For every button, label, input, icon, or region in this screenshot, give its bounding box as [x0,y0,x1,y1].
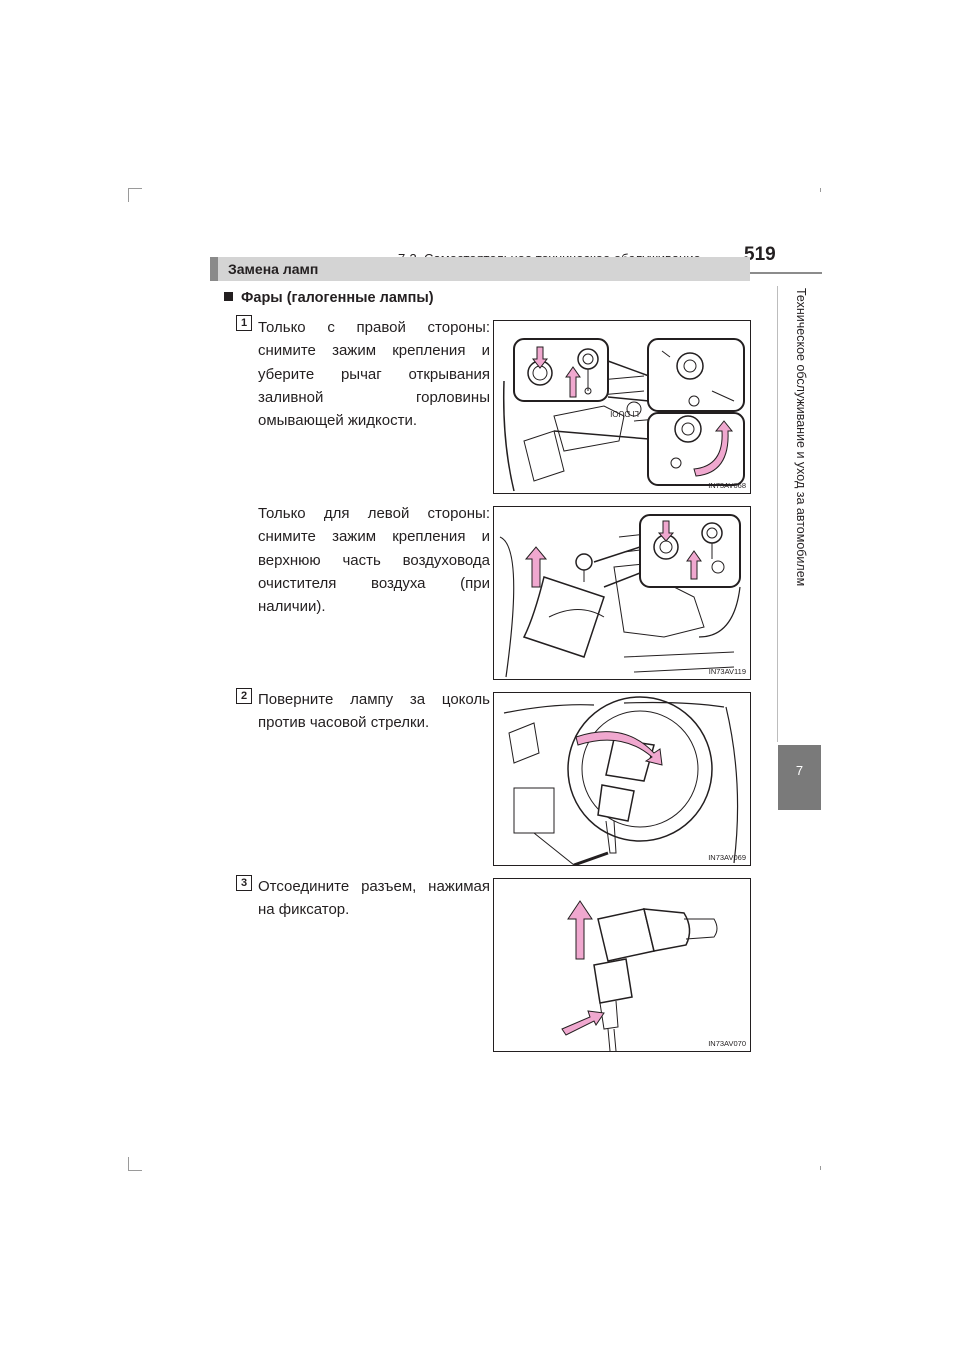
chapter-tab[interactable]: 7 [778,745,821,810]
svg-text:LI DUOI: LI DUOI [610,409,639,418]
step-1-text-right-side: Только с правой стороны: снимите зажим к… [258,319,490,430]
step-3-text: Отсоедините разъем, нажимая на фиксатор. [258,878,490,919]
step-number-2: 2 [236,688,252,704]
square-bullet-icon [224,292,233,301]
step-number-3: 3 [236,875,252,891]
figure-rotate-bulb: IN73AV069 [493,692,751,866]
chapter-number: 7 [795,763,804,778]
rotate-bulb-illustration [503,696,739,865]
section-title: Замена ламп [228,261,319,277]
figure-left-side-clip: IN73AV119 [493,506,751,680]
figure-disconnect-connector: IN73AV070 [493,878,751,1052]
chapter-side-title: Техническое обслуживание и уход за автом… [794,288,808,587]
side-tab-rule [777,286,778,742]
step-1-text-left-side: Только для левой стороны: снимите зажим … [258,505,490,616]
crop-mark-top-right [820,188,821,192]
crop-mark-top-left-v [128,188,129,202]
subheading: Фары (галогенные лампы) [224,290,434,306]
crop-mark-top-left-h [128,188,142,189]
section-title-bar: Замена ламп [210,257,750,281]
crop-mark-bottom-left-h [128,1170,142,1171]
figure-code: IN73AV070 [708,1039,746,1048]
figure-code: IN73AV119 [708,667,746,676]
right-side-clip-illustration: LI DUOI [502,338,745,492]
step-number-1: 1 [236,315,252,331]
disconnect-connector-illustration [561,900,718,1051]
left-side-air-duct-illustration [499,514,741,678]
page-number: 519 [744,244,776,265]
crop-mark-bottom-right [820,1166,821,1170]
step-2-text: Поверните лампу за цоколь против часовой… [258,691,490,732]
crop-mark-bottom-left-v [128,1157,129,1171]
figure-code: IN73AV069 [708,853,746,862]
figure-right-side-clip: LI DUOI IN73AV068 [493,320,751,494]
figure-code: IN73AV068 [708,481,746,490]
subheading-text: Фары (галогенные лампы) [241,290,434,306]
